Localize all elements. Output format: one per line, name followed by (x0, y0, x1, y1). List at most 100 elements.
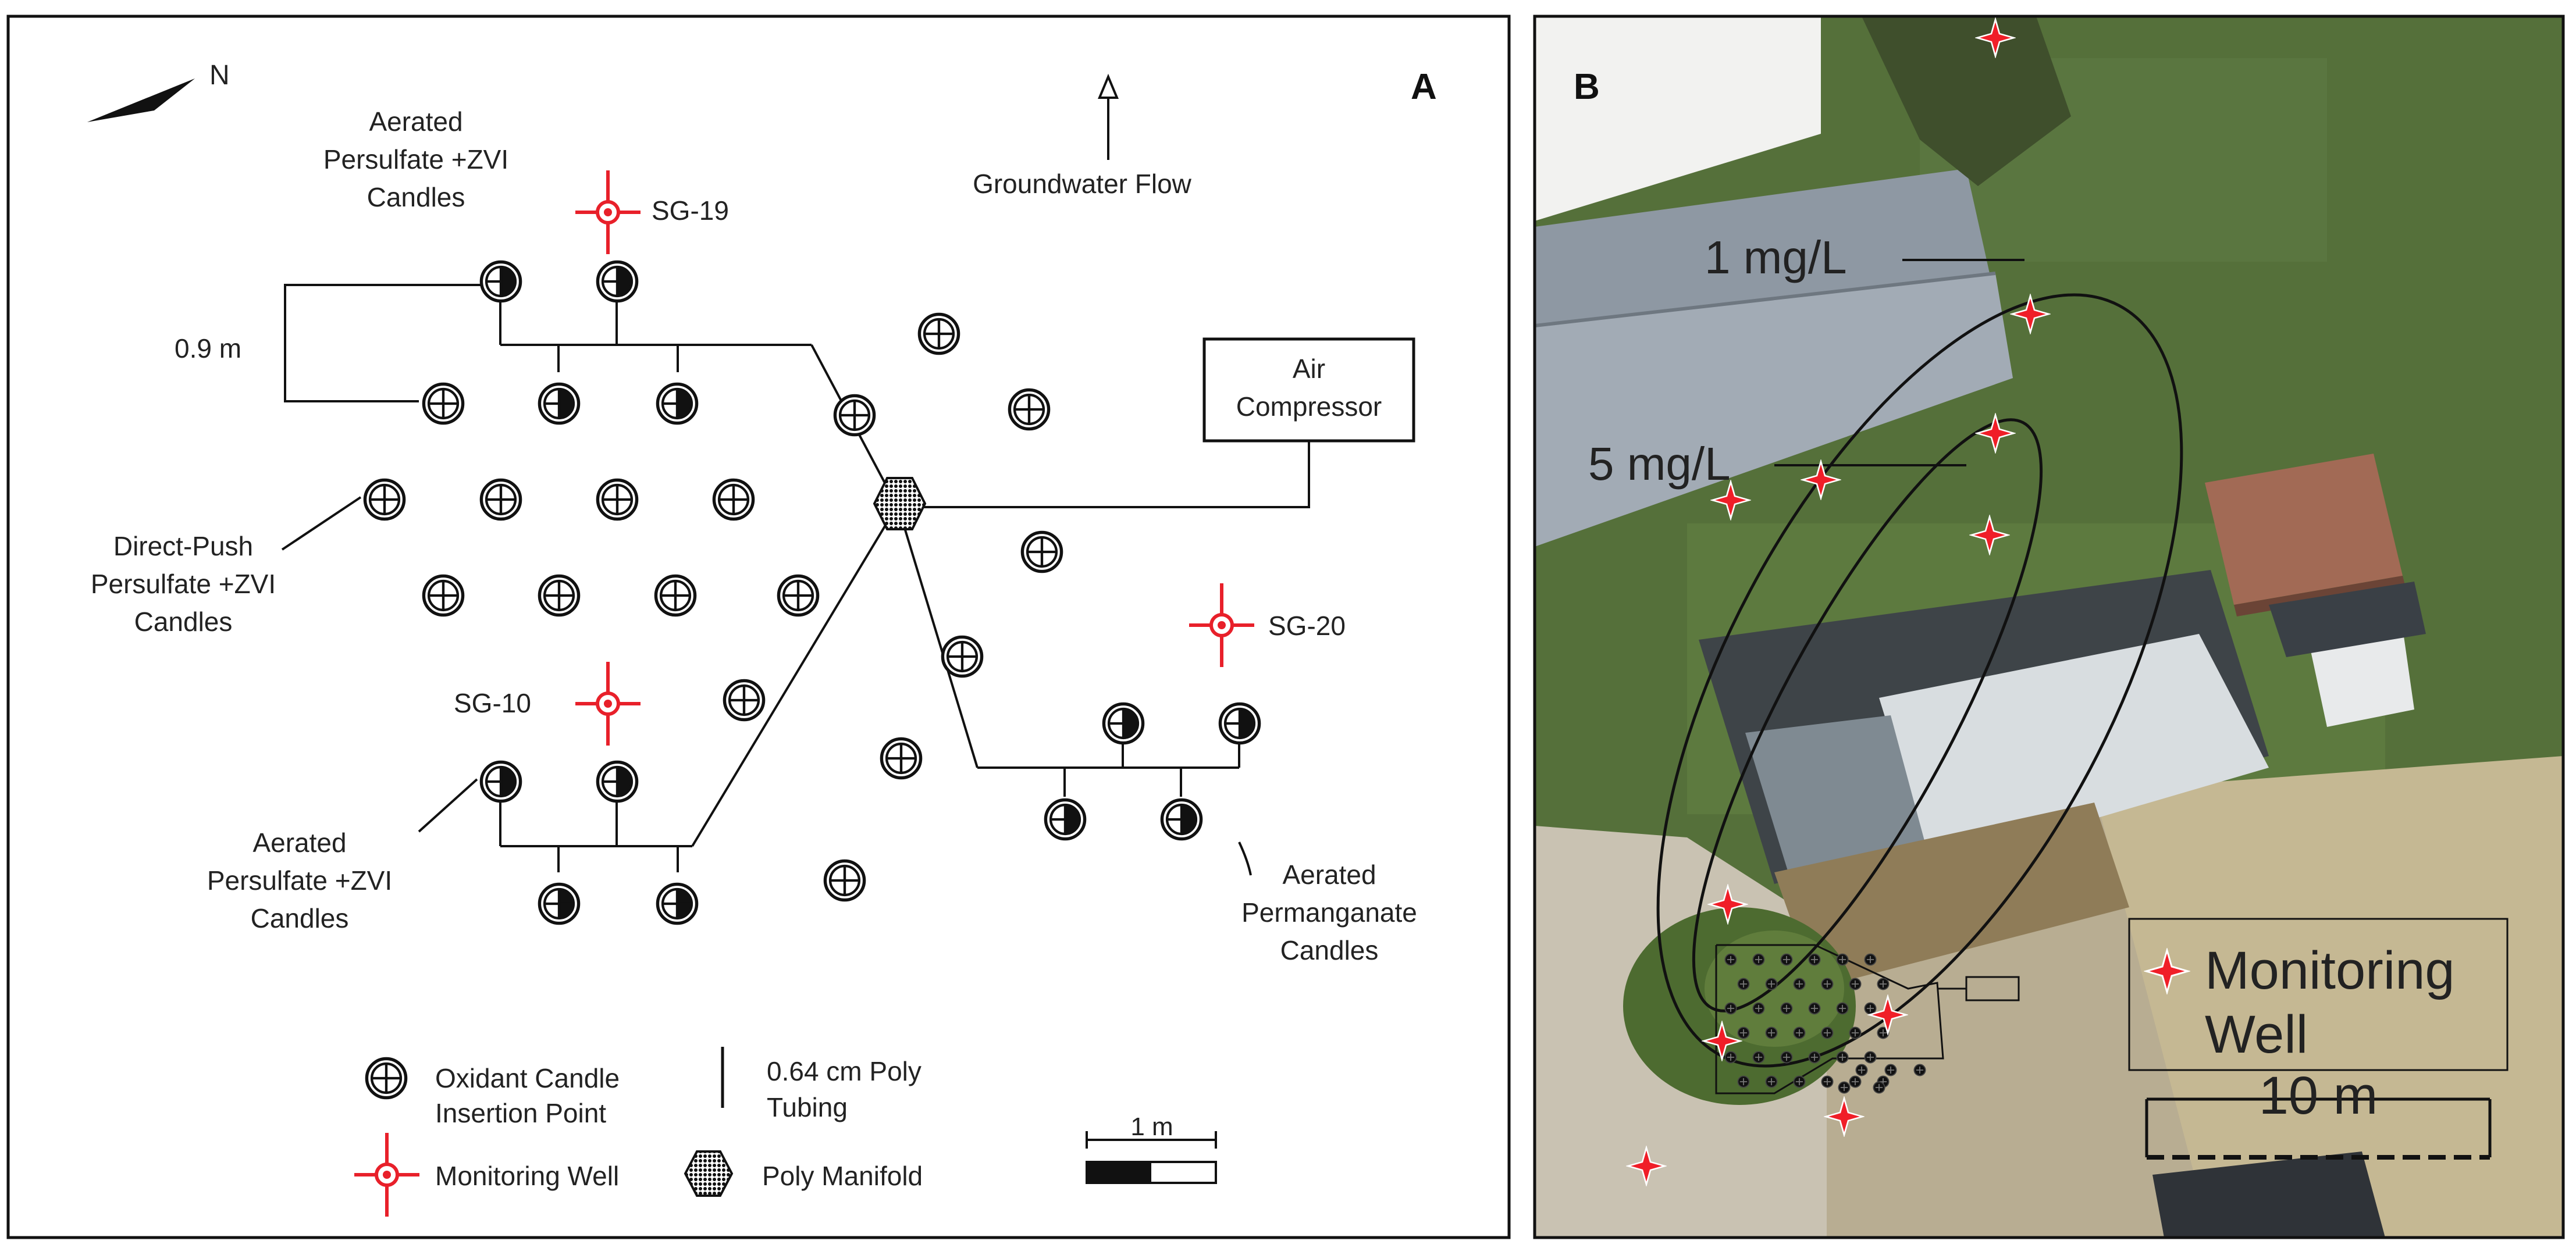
mini-candle-icon (1864, 1051, 1877, 1064)
aerial-legend (2128, 918, 2509, 1071)
shed-roof (2205, 454, 2403, 605)
mini-candle-icon (1864, 953, 1877, 966)
candle-icon (481, 480, 520, 519)
aerated-candle-icon (481, 762, 520, 801)
candle-icon (778, 576, 817, 615)
svg-text:Aerated: Aerated (369, 106, 462, 137)
candle-icon (714, 480, 753, 519)
candle-icon (919, 314, 958, 353)
mini-candle-icon (1793, 1075, 1806, 1088)
svg-text:Aerated: Aerated (1282, 860, 1376, 890)
legend-well-label: Monitoring Well (435, 1161, 619, 1191)
svg-text:Aerated: Aerated (252, 828, 346, 858)
mini-candle-icon (1765, 1075, 1778, 1088)
mini-candle-icon (1808, 953, 1821, 966)
panel-b: B 1 mg/L 5 mg/L (1533, 15, 2565, 1239)
mini-candle-icon (1765, 978, 1778, 990)
legend-tubing-line-1: 0.64 cm Poly (767, 1056, 921, 1086)
contour-5mgL (1692, 418, 2043, 1012)
legend: Oxidant Candle Insertion Point 0.64 cm P… (354, 1047, 923, 1217)
mini-candle-icon (1849, 1075, 1862, 1088)
legend-manifold-label: Poly Manifold (762, 1161, 923, 1191)
mini-candle-icon (1884, 1064, 1897, 1076)
mini-candle-icon (1780, 1051, 1793, 1064)
mini-candle-icon (1737, 1026, 1750, 1039)
label-aerated-bottom: Aerated Persulfate +ZVI Candles (207, 828, 392, 933)
leader-line (1238, 842, 1252, 876)
mini-candle-icon (1849, 1026, 1862, 1039)
aerial-legend-line-1: Monitoring (2205, 941, 2455, 1000)
label-direct-push: Direct-Push Persulfate +ZVI Candles (91, 531, 276, 637)
svg-text:Persulfate +ZVI: Persulfate +ZVI (207, 865, 392, 896)
panel-b-letter: B (1574, 67, 1600, 107)
leader-line (281, 496, 362, 551)
candle-icon (1022, 532, 1061, 571)
mini-candle-icon (1873, 1081, 1885, 1094)
air-compressor-line-2: Compressor (1236, 391, 1382, 422)
poly-tubing (284, 284, 1310, 872)
panel-a-letter: A (1411, 67, 1437, 107)
label-aerated-top: Aerated Persulfate +ZVI Candles (323, 106, 508, 212)
aerated-candle-icon (1162, 800, 1201, 839)
aerated-candle-icon (539, 884, 578, 923)
aerated-candle-icon (657, 384, 696, 423)
mini-candle-icon (1724, 953, 1737, 966)
contour-label-5mgL: 5 mg/L (1588, 438, 1731, 490)
aerated-candle-icon (1045, 800, 1084, 839)
panel-a: A N Groundwater Flow Air Compressor (6, 15, 1511, 1239)
mini-candle-icon (1724, 1002, 1737, 1015)
mini-candle-icon (1821, 1026, 1834, 1039)
legend-manifold-icon (684, 1150, 734, 1197)
candle-icon (656, 576, 695, 615)
aerated-candle-icon (539, 384, 578, 423)
svg-text:Candles: Candles (134, 607, 233, 637)
candle-icon (424, 384, 462, 423)
aerated-candle-icon (597, 262, 636, 301)
leader-line (418, 778, 478, 833)
legend-candle-line-1: Oxidant Candle (435, 1063, 620, 1093)
candle-icon (942, 637, 981, 676)
aerated-candle-icon (481, 262, 520, 301)
panel-a-frame (6, 15, 1511, 1239)
well-label-sg20: SG-20 (1268, 611, 1346, 641)
mini-candle-icon (1855, 1064, 1868, 1076)
north-arrow-icon: N (87, 60, 230, 122)
label-permanganate: Aerated Permanganate Candles (1241, 860, 1417, 965)
groundwater-flow-label: Groundwater Flow (973, 169, 1192, 199)
mini-candle-icon (1793, 1026, 1806, 1039)
candle-icon (597, 480, 636, 519)
well-label-sg10: SG-10 (454, 688, 531, 718)
mini-candle-icon (1737, 978, 1750, 990)
mini-candle-icon (1752, 1002, 1765, 1015)
mini-candle-icon (1752, 953, 1765, 966)
candle-cluster (1715, 944, 2020, 1094)
aerial-scale-label: 10 m (2259, 1066, 2378, 1125)
aerial-legend-line-2: Well (2205, 1005, 2308, 1064)
contour-label-1mgL: 1 mg/L (1705, 231, 1847, 283)
svg-text:Permanganate: Permanganate (1241, 897, 1417, 928)
candle-icon (835, 395, 874, 434)
north-label: N (209, 60, 230, 91)
mini-candle-icon (1836, 1051, 1849, 1064)
mini-candle-icon (1724, 1051, 1737, 1064)
svg-text:Candles: Candles (251, 903, 349, 933)
mini-candle-icon (1849, 978, 1862, 990)
legend-candle-line-2: Insertion Point (435, 1098, 606, 1128)
svg-text:Direct-Push: Direct-Push (113, 531, 253, 561)
aerial-scale-bar: 10 m (2145, 1066, 2492, 1160)
candle-icon (424, 576, 462, 615)
aerated-candle-icon (657, 884, 696, 923)
poly-manifold-icon (873, 477, 927, 530)
groundwater-flow-arrow-icon (1098, 73, 1119, 160)
mini-candle-icon (1808, 1051, 1821, 1064)
candle-icon (365, 480, 404, 519)
mini-candle-icon (1752, 1051, 1765, 1064)
candle-icon (881, 739, 920, 778)
candle-icon (539, 576, 578, 615)
mini-candle-icon (1836, 953, 1849, 966)
mini-candle-icon (1913, 1064, 1926, 1076)
mini-candle-icon (1808, 1002, 1821, 1015)
svg-text:Persulfate +ZVI: Persulfate +ZVI (91, 569, 276, 599)
mini-candle-icon (1864, 1002, 1877, 1015)
mini-candle-icon (1836, 1002, 1849, 1015)
